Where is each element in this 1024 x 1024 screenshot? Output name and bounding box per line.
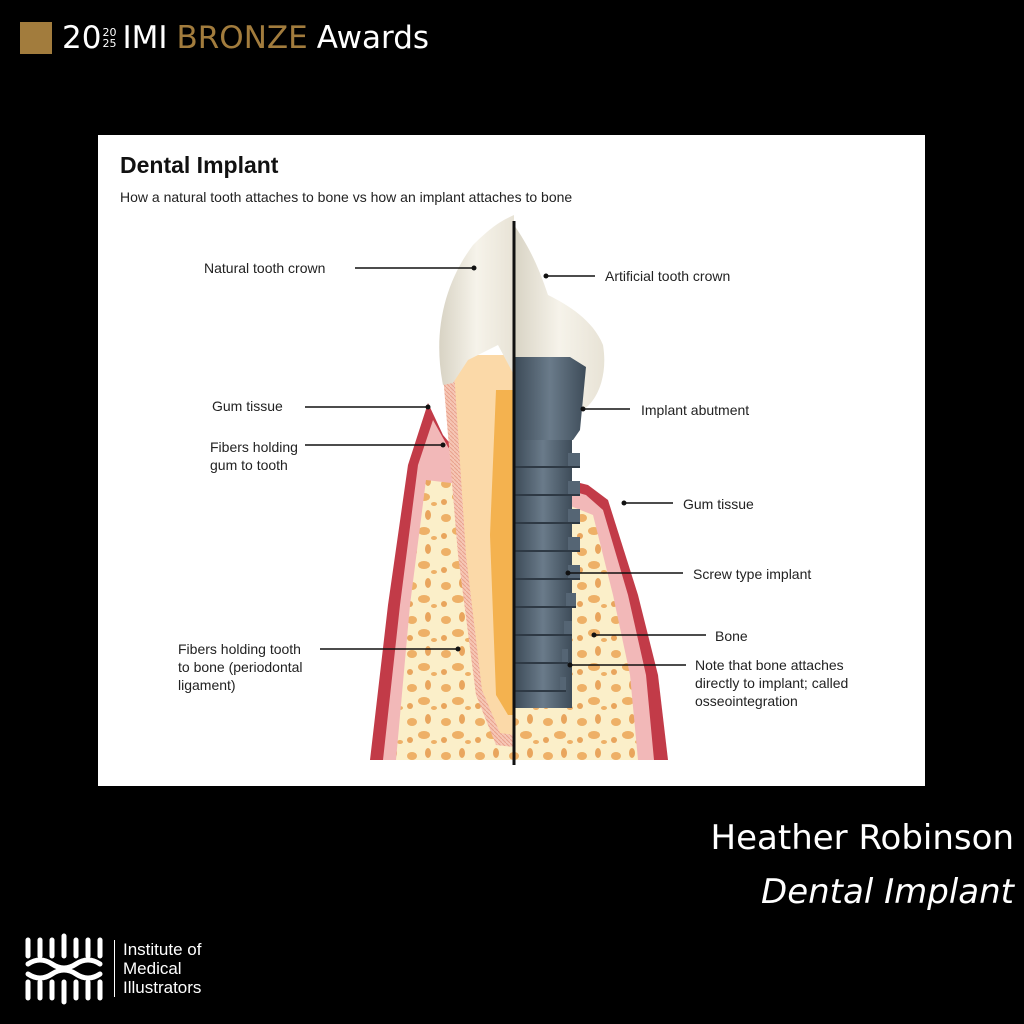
award-year: 20 [62, 19, 102, 56]
imi-logo-text: Institute of Medical Illustrators [114, 939, 202, 997]
logo-line2: Medical [123, 958, 182, 978]
figure-subtitle: How a natural tooth attaches to bone vs … [120, 189, 573, 205]
label-fibers-gum: Fibers holding gum to tooth [210, 438, 298, 474]
illustration-panel: Dental Implant How a natural tooth attac… [98, 135, 925, 786]
label-artificial-crown: Artificial tooth crown [605, 268, 731, 284]
label-screw-implant: Screw type implant [693, 566, 812, 582]
award-square-icon [20, 22, 52, 54]
label-fibers-bone: Fibers holding tooth to bone (periodonta… [178, 640, 303, 694]
left-leader-lines [305, 267, 474, 650]
award-header: 20 20 25 IMI BRONZE Awards [20, 18, 429, 58]
label-gum-tissue-right: Gum tissue [683, 496, 754, 512]
credit-work-title: Dental Implant [761, 872, 1014, 912]
label-fibers-bone-line1: Fibers holding tooth [178, 641, 301, 657]
credit-author: Heather Robinson [710, 818, 1014, 858]
award-tier: BRONZE [176, 20, 308, 56]
imi-logo: Institute of Medical Illustrators [20, 928, 201, 1008]
label-natural-crown: Natural tooth crown [204, 260, 326, 276]
award-org-name: IMI [122, 20, 168, 56]
imi-logo-icon [25, 933, 103, 1005]
dental-implant-illustration [305, 215, 706, 765]
label-note-line3: osseointegration [695, 693, 798, 709]
label-gum-tissue-left: Gum tissue [212, 398, 283, 414]
figure-title: Dental Implant [120, 152, 279, 178]
award-year-stack: 20 25 [102, 27, 116, 49]
logo-line3: Illustrators [123, 977, 202, 997]
label-fibers-bone-line3: ligament) [178, 677, 236, 693]
logo-line1: Institute of [123, 939, 202, 959]
label-fibers-gum-line2: gum to tooth [210, 457, 288, 473]
award-year-top: 20 [102, 26, 117, 39]
award-word: Awards [316, 20, 430, 56]
label-osseointegration-note: Note that bone attaches directly to impl… [695, 656, 848, 710]
label-note-line1: Note that bone attaches [695, 657, 844, 673]
label-fibers-bone-line2: to bone (periodontal [178, 659, 303, 675]
label-fibers-gum-line1: Fibers holding [210, 439, 298, 455]
label-note-line2: directly to implant; called [695, 675, 849, 691]
implant-half [514, 225, 668, 760]
label-implant-abutment: Implant abutment [641, 402, 750, 418]
award-year-bottom: 25 [102, 37, 117, 50]
natural-tooth-half [370, 215, 514, 760]
label-bone: Bone [715, 628, 748, 644]
right-leader-lines [546, 275, 706, 666]
